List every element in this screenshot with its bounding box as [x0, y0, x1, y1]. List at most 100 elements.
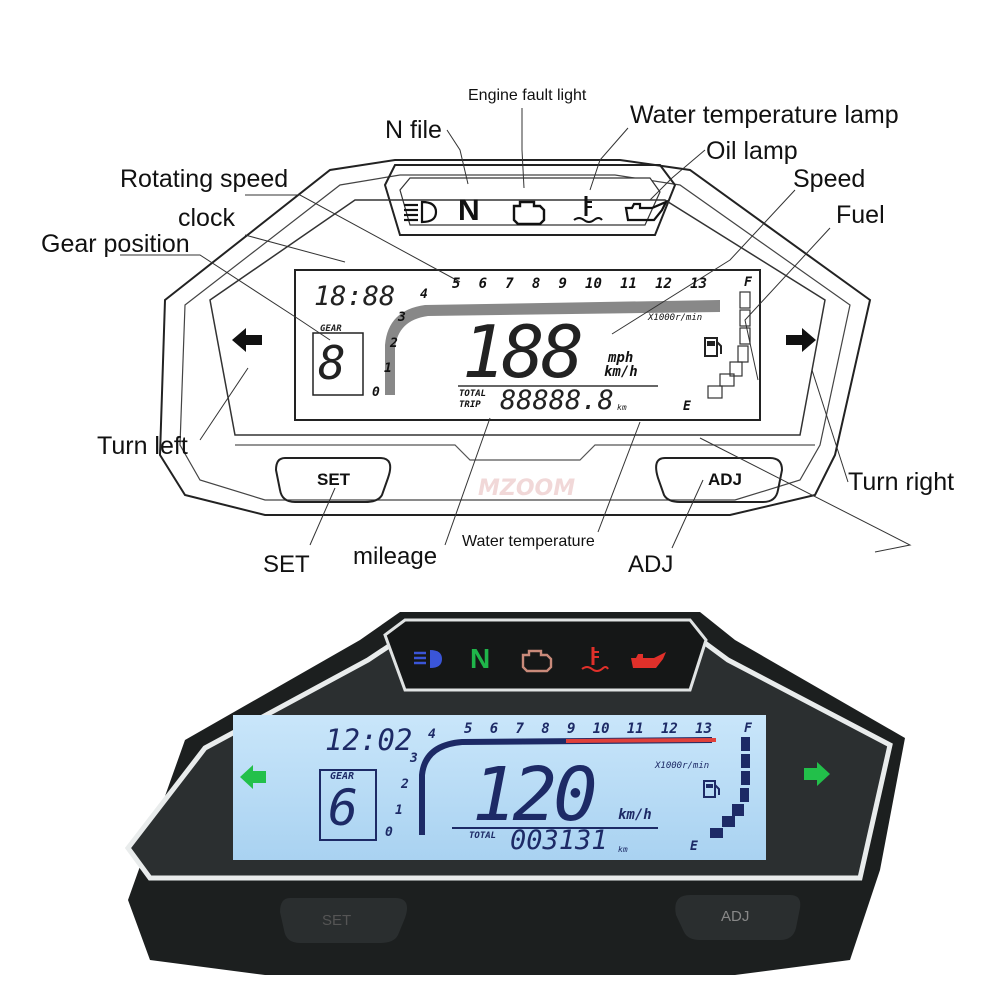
photo-adj-button-shape [675, 895, 801, 940]
photo-odometer: 003131 [510, 825, 608, 856]
diagram-rpm-tick: 10 [585, 276, 602, 292]
photo-rpm-tick: 8 [541, 721, 550, 737]
dashboard-photo [124, 612, 905, 975]
photo-clock: 12:02 [325, 723, 413, 757]
photo-rpm-tick: 6 [489, 721, 499, 737]
photo-speed-unit: km/h [618, 807, 652, 823]
diagram-lcd-frame [209, 199, 826, 436]
diagram-rpm-tick: 9 [558, 276, 567, 292]
label-engine-fault-light: Engine fault light [468, 87, 587, 104]
photo-fuel-gauge [710, 737, 750, 838]
diagram-lcd-panel [294, 269, 761, 421]
label-gear-position: Gear position [41, 230, 190, 258]
photo-gear-box [319, 769, 377, 841]
photo-rpm-ticks: 5 6 7 8 9 10 11 12 13 [464, 722, 712, 736]
photo-rpm-tick-low: 4 [428, 727, 436, 742]
diagram-rpm-tick: 11 [620, 276, 637, 292]
photo-total-label: TOTAL [469, 831, 497, 841]
photo-rpm-arc [419, 737, 713, 835]
turn-left-arrow-icon [232, 328, 262, 352]
diagram-rpm-tick-low: 2 [390, 336, 398, 351]
photo-set-button[interactable]: SET [322, 912, 352, 929]
diagram-gear-box [312, 332, 364, 396]
diagram-odometer: 88888.8 [500, 385, 614, 416]
oil-can-icon [624, 199, 669, 222]
diagram-rpm-tick-low: 0 [372, 385, 380, 400]
label-speed: Speed [793, 165, 866, 193]
dashboard-diagram [120, 108, 912, 553]
turn-right-arrow-icon [786, 328, 816, 352]
fuel-pump-icon [704, 337, 722, 357]
label-adj: ADJ [628, 551, 674, 578]
photo-adj-button[interactable]: ADJ [721, 908, 750, 925]
diagram-rpm-ticks: 5 6 7 8 9 10 11 12 13 [452, 277, 707, 291]
diagram-rpm-tick: 6 [478, 276, 488, 292]
diagram-rpm-tick-low: 1 [384, 361, 392, 376]
engine-fault-icon [521, 649, 553, 673]
photo-rpm-tick: 11 [626, 721, 644, 737]
photo-rpm-tick: 12 [660, 721, 678, 737]
diagram-speed-unit-mph: mph [608, 350, 634, 366]
water-temp-icon [581, 647, 609, 672]
photo-set-button-shape [280, 898, 408, 943]
label-turn-left: Turn left [97, 432, 188, 460]
label-water-temperature-lamp: Water temperature lamp [630, 101, 899, 129]
label-water-temperature: Water temperature [462, 533, 595, 550]
label-fuel: Fuel [836, 201, 885, 229]
diagram-fuel-full: F [744, 275, 752, 290]
diagram-rpm-bar [385, 300, 720, 395]
diagram-clock: 18:88 [314, 281, 396, 312]
diagram-adj-button-shape [655, 457, 784, 503]
photo-odo-unit: km [618, 845, 628, 854]
diagram-gear-label: GEAR [320, 324, 342, 334]
diagram-rpm-tick: 7 [505, 276, 514, 292]
diagram-rpm-tick: 5 [452, 276, 461, 292]
diagram-rpm-tick-low: 4 [420, 287, 428, 302]
label-oil-lamp: Oil lamp [706, 137, 798, 165]
diagram-set-button[interactable]: SET [317, 470, 351, 489]
diagram-rpm-unit: X1000r/min [648, 313, 703, 323]
fuel-pump-icon [703, 780, 720, 798]
headlight-icon [404, 200, 438, 224]
diagram-odo-unit: km [617, 403, 627, 412]
diagram-adj-button[interactable]: ADJ [708, 470, 743, 489]
photo-rpm-tick: 7 [515, 721, 524, 737]
diagram-fuel-gauge [707, 291, 751, 399]
diagram-speed: 188 [462, 310, 584, 394]
diagram-fuel-empty: E [683, 399, 691, 414]
photo-redline [565, 738, 717, 743]
photo-gear: 6 [328, 779, 359, 837]
diagram-trip-label: TRIP [459, 400, 481, 410]
label-n-file: N file [385, 116, 442, 144]
photo-rpm-tick-low: 1 [395, 803, 403, 818]
leader-lines [120, 108, 912, 553]
turn-right-arrow-icon [804, 762, 830, 786]
photo-rpm-tick: 10 [592, 721, 610, 737]
diagram-rpm-tick: 13 [690, 276, 707, 292]
photo-rpm-unit: X1000r/min [655, 761, 710, 771]
photo-fuel-empty: E [690, 839, 698, 854]
photo-rpm-tick: 13 [695, 721, 712, 737]
diagram-rpm-tick: 12 [655, 276, 672, 292]
diagram-outer-housing [158, 159, 872, 516]
photo-fuel-full: F [744, 721, 752, 736]
watermark: MZOOM [478, 476, 576, 501]
diagram-rpm-tick: 8 [531, 276, 541, 292]
diagram-total-label: TOTAL [459, 389, 487, 399]
diagram-rpm-tick-low: 3 [398, 310, 406, 325]
label-set: SET [263, 551, 310, 578]
headlight-icon [414, 650, 442, 668]
photo-rpm-tick: 9 [566, 721, 576, 737]
label-rotating-speed: Rotating speed [120, 165, 289, 193]
label-clock: clock [178, 204, 235, 232]
photo-gear-label: GEAR [330, 771, 355, 782]
water-temp-icon [573, 196, 603, 223]
diagram-speed-unit-kmh: km/h [604, 364, 638, 380]
photo-neutral-indicator: N [470, 643, 491, 674]
photo-speed: 120 [472, 752, 598, 838]
photo-rpm-tick-low: 2 [401, 777, 409, 792]
engine-fault-icon [512, 200, 546, 226]
diagram-inner-housing [179, 174, 851, 501]
photo-rpm-tick-low: 0 [385, 825, 393, 840]
photo-rpm-tick: 5 [464, 721, 473, 737]
